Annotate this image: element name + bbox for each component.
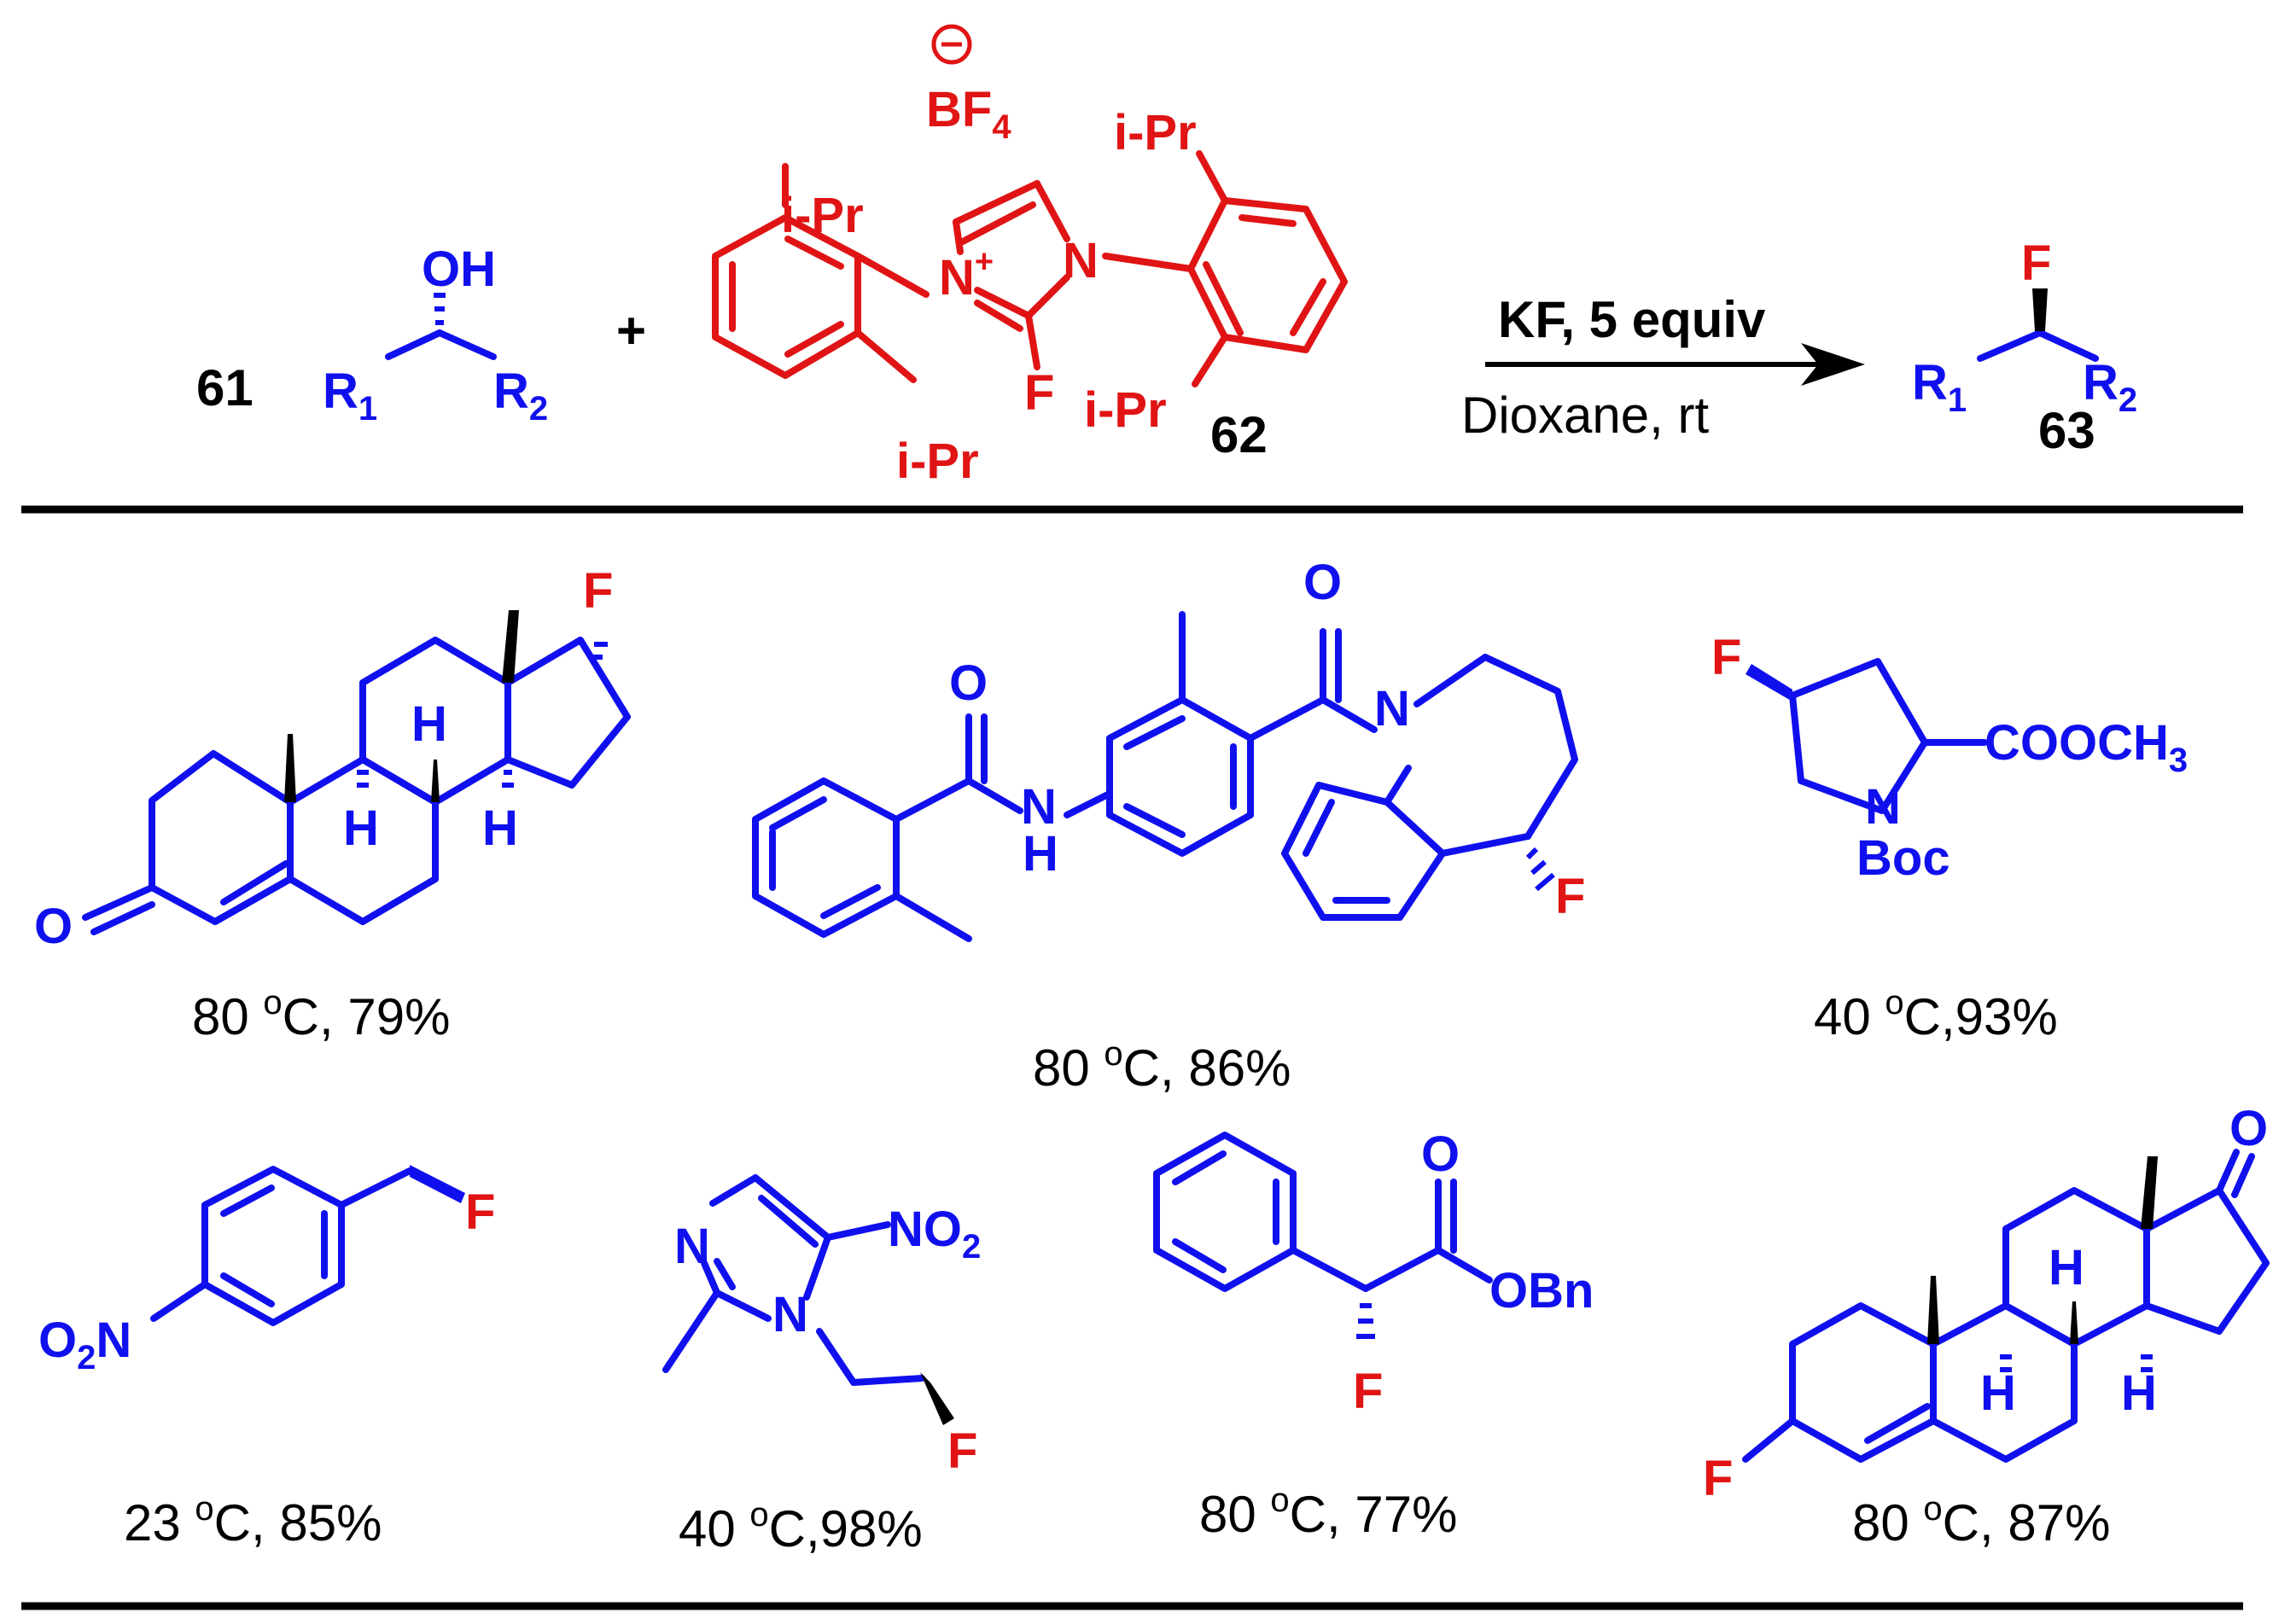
- solvent-condition: Dioxane, rt: [1461, 387, 1709, 444]
- condition-yield: 40 oC,93%: [1814, 984, 2058, 1045]
- r1-label: R1: [323, 364, 377, 428]
- fluorine-label: F: [1703, 1451, 1733, 1506]
- product-fluoride: F R1 R2: [1912, 236, 2137, 419]
- product-nitroimidazole-fluoride: N N NO2 F: [662, 1174, 981, 1479]
- fluorine-label: F: [1711, 630, 1741, 685]
- ketone-oxygen: O: [34, 899, 73, 954]
- imidazole-n: N: [772, 1287, 808, 1342]
- imidazolium-n-plus: N+: [939, 244, 994, 306]
- amide-hydrogen: H: [1023, 826, 1058, 882]
- ipr-top-right: i-Pr: [1114, 105, 1197, 160]
- reagent-fluoroimidazolium: N+ N F i-Pr i-Pr i-Pr i-Pr BF4: [712, 24, 1348, 489]
- ester-label: COOCH3: [1985, 715, 2188, 779]
- product-fluorine: F: [2021, 236, 2051, 291]
- h-label: H: [343, 800, 379, 856]
- product-nitrobenzyl-fluoride: F O2N: [38, 1165, 495, 1377]
- ring-nitrogen: N: [1865, 779, 1901, 835]
- condition-yield: 80 oC, 77%: [1199, 1481, 1457, 1543]
- h-label: H: [482, 800, 518, 856]
- reagent-number: 62: [1210, 406, 1268, 463]
- product-benzazepine-fluoride: O N H O N F: [752, 555, 1585, 942]
- azepine-nitrogen: N: [1374, 681, 1410, 736]
- reaction-arrow: [1485, 343, 1865, 386]
- ipr-bottom-right: i-Pr: [1084, 382, 1167, 438]
- h-label: H: [2121, 1365, 2157, 1421]
- tetrafluoroborate: BF4: [926, 82, 1011, 146]
- h-label: H: [411, 696, 447, 752]
- carbonyl-oxygen: O: [1421, 1126, 1460, 1182]
- ipr-bottom-left: i-Pr: [896, 434, 979, 489]
- condition-yield: 80 oC, 86%: [1033, 1035, 1291, 1097]
- product-number: 63: [2038, 402, 2095, 459]
- product-fluoroproline: F N Boc COOCH3: [1711, 630, 2188, 886]
- c2-fluorine: F: [1024, 365, 1054, 421]
- fluorine-label: F: [947, 1423, 977, 1479]
- fluorine-label: F: [465, 1185, 495, 1240]
- obn-label: OBn: [1489, 1263, 1594, 1318]
- ketone-oxygen: O: [1303, 555, 1342, 610]
- boc-label: Boc: [1856, 830, 1950, 886]
- h-label: H: [1980, 1365, 2016, 1421]
- condition-yield: 23 oC, 85%: [124, 1490, 382, 1551]
- fluorine-label: F: [1555, 869, 1585, 924]
- amide-nitrogen: N: [1021, 779, 1057, 835]
- nitro-label: O2N: [38, 1313, 131, 1377]
- r2-label: R2: [493, 364, 548, 428]
- product-steroid-allylic-fluoride: O H H H F: [1703, 1101, 2270, 1506]
- nitro-label: NO2: [888, 1202, 981, 1266]
- condition-yield: 40 oC,98%: [679, 1496, 923, 1557]
- imidazole-n: N: [674, 1219, 710, 1274]
- product-fluoroester: O OBn F: [1153, 1126, 1594, 1419]
- h-label: H: [2049, 1240, 2084, 1295]
- hydroxyl-label: OH: [422, 242, 496, 297]
- ketone-oxygen: O: [2229, 1101, 2268, 1156]
- reaction-equation: 61 OH R1 R2 +: [196, 24, 2137, 489]
- substrate-alcohol: OH R1 R2: [323, 242, 548, 428]
- imidazolium-n: N: [1063, 233, 1099, 288]
- ipr-top-left: i-Pr: [781, 188, 864, 243]
- substrate-number: 61: [196, 359, 254, 416]
- fluorine-label: F: [583, 563, 613, 619]
- product-r1: R1: [1912, 355, 1967, 419]
- fluorine-label: F: [1353, 1364, 1383, 1419]
- product-steroid-fluoride: O H H H F: [34, 563, 631, 954]
- amide-oxygen: O: [949, 655, 988, 711]
- plus-sign: +: [616, 302, 646, 359]
- reagent-condition: KF, 5 equiv: [1498, 291, 1766, 348]
- product-r2: R2: [2083, 355, 2137, 419]
- condition-yield: 80 oC, 79%: [192, 984, 450, 1045]
- condition-yield: 80 oC, 87%: [1852, 1490, 2110, 1551]
